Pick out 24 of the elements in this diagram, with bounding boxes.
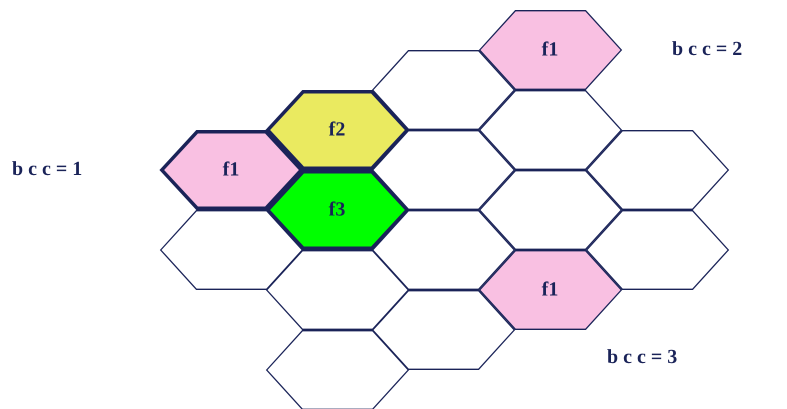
cell-label: f2	[328, 118, 346, 142]
hexagon-cell	[372, 50, 514, 130]
hexagon-cell	[266, 90, 408, 170]
cell-label: f1	[222, 158, 240, 182]
count-label: b c c = 3	[607, 346, 678, 369]
hexagon-cell	[478, 90, 622, 170]
hexagon-cell	[372, 290, 514, 370]
hexagon-cell	[478, 250, 622, 330]
hexagon-cell	[266, 250, 408, 330]
cell-label: f1	[542, 278, 558, 302]
hexagon-cell	[586, 210, 728, 290]
cell-label: f3	[328, 198, 346, 222]
hexagon-cell	[478, 10, 622, 90]
hexagon-cell	[372, 130, 514, 210]
hexagon-cell	[372, 210, 514, 290]
hexagon-cell	[266, 170, 408, 250]
hexagon-cell	[160, 130, 302, 210]
hexagon-cell	[266, 330, 408, 409]
hexagon-cell	[478, 170, 622, 250]
count-label: b c c = 2	[672, 38, 742, 61]
count-label: b c c = 1	[12, 158, 82, 181]
hexagon-cell	[160, 210, 302, 290]
hexagon-cell	[586, 130, 728, 210]
cell-label: f1	[542, 38, 558, 62]
